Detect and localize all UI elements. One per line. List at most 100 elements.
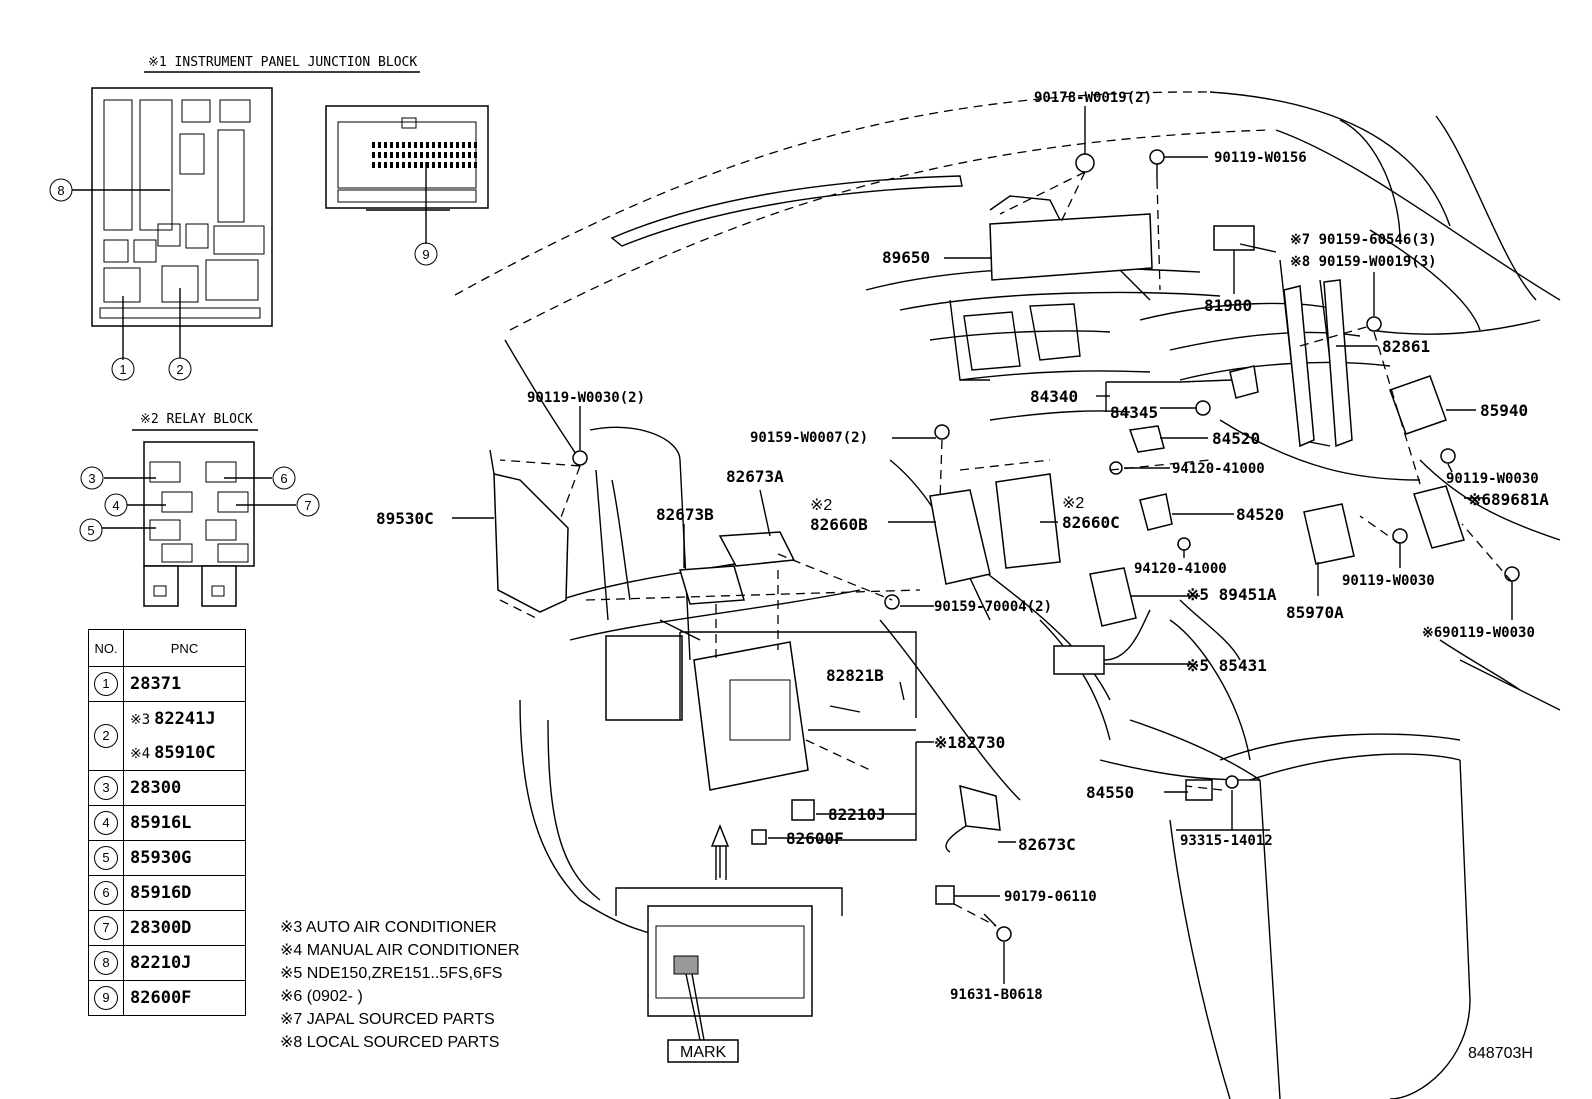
- vent-slot: [408, 162, 411, 168]
- part-84340-switch: [1195, 365, 1259, 416]
- label-82673b: 82673B: [656, 505, 714, 524]
- label-90119-w0030-2: 90119-W0030(2): [527, 390, 645, 406]
- note-6: ※6 (0902- ): [280, 988, 363, 1005]
- part-84520-switch-a: [1109, 425, 1165, 475]
- label-89530c: 89530C: [376, 509, 434, 528]
- row-pnc: 82600F: [123, 980, 246, 1016]
- row-pnc: 82210J: [123, 945, 246, 981]
- vent-slot: [372, 162, 375, 168]
- label-84345: 84345: [1110, 403, 1158, 422]
- junction-block-front-drawing: [325, 105, 489, 211]
- row-number: 1: [94, 672, 118, 696]
- vent-slot: [378, 162, 381, 168]
- vent-slot: [426, 162, 429, 168]
- row-pnc: 28300D: [123, 910, 246, 946]
- label-82600f: 82600F: [786, 829, 844, 848]
- row-number: 6: [94, 881, 118, 905]
- label-85431: ※5 85431: [1186, 656, 1267, 675]
- vent-slot: [450, 162, 453, 168]
- svg-text:5: 5: [87, 523, 94, 538]
- part-84550-switch: [1185, 775, 1239, 801]
- part-89451a-sensor: [1089, 567, 1137, 627]
- svg-text:1: 1: [119, 362, 126, 377]
- vent-slot: [420, 152, 423, 158]
- label-90119-w0030-6: ※690119-W0030: [1422, 625, 1535, 641]
- vent-slot: [438, 152, 441, 158]
- svg-text:8: 8: [57, 183, 64, 198]
- junction-block-drawing: [91, 87, 273, 327]
- note-3: ※3 AUTO AIR CONDITIONER: [280, 919, 497, 936]
- vent-slot: [444, 152, 447, 158]
- vent-slot: [384, 142, 387, 148]
- vent-slot: [414, 142, 417, 148]
- note-8: ※8 LOCAL SOURCED PARTS: [280, 1034, 499, 1051]
- row-number: 4: [94, 811, 118, 835]
- part-91631-bolt: [983, 913, 1012, 942]
- label-82660b-mark: ※2: [810, 497, 832, 514]
- callout-4: 4: [104, 493, 128, 517]
- part-82861-bracket: [1283, 279, 1382, 448]
- vent-slot: [432, 152, 435, 158]
- mark-detail-drawing: [615, 823, 843, 1063]
- label-90159-60546: ※7 90159-60546(3): [1290, 232, 1437, 248]
- callout-6: 6: [272, 466, 296, 490]
- label-90159-w0007: 90159-W0007(2): [750, 430, 868, 446]
- vent-slot: [384, 162, 387, 168]
- row-pnc: 85916L: [123, 805, 246, 841]
- vent-slot: [456, 142, 459, 148]
- row-number: 2: [94, 724, 118, 748]
- vent-slot: [420, 162, 423, 168]
- svg-text:7: 7: [304, 498, 311, 513]
- label-82660b: 82660B: [810, 515, 868, 534]
- part-90119-w0156-bolt: [1149, 149, 1165, 180]
- row-number: 8: [94, 951, 118, 975]
- vent-slot: [390, 162, 393, 168]
- label-85970a: 85970A: [1286, 603, 1344, 622]
- vent-slot: [474, 142, 477, 148]
- row-number: 9: [94, 986, 118, 1010]
- row-number: 5: [94, 846, 118, 870]
- part-82210j-relay: [791, 799, 815, 821]
- vent-slot: [402, 162, 405, 168]
- label-90178-w0019: 90178-W0019(2): [1034, 90, 1152, 106]
- label-82730: ※182730: [934, 733, 1005, 752]
- relay-block-header: ※2 RELAY BLOCK: [140, 412, 253, 427]
- vent-slot: [426, 142, 429, 148]
- part-85940-relay: [1389, 375, 1456, 464]
- part-89650-ecu: [989, 195, 1153, 301]
- part-82673a-holder: [718, 531, 796, 567]
- notes-list: ※3 AUTO AIR CONDITIONER ※4 MANUAL AIR CO…: [280, 919, 520, 1051]
- part-90159-70004-bolt: [884, 594, 900, 610]
- vent-slot: [474, 162, 477, 168]
- pnc-table-col-no: NO.: [88, 629, 124, 667]
- pnc-table-col-pnc: PNC: [123, 629, 246, 667]
- callout-9: 9: [414, 242, 438, 266]
- part-82821b-fuse: [829, 705, 861, 713]
- vent-slot: [468, 142, 471, 148]
- vent-slot: [456, 152, 459, 158]
- relay-block-drawing: [143, 441, 255, 607]
- label-84550: 84550: [1086, 783, 1134, 802]
- vent-slot: [396, 162, 399, 168]
- vent-slot: [372, 152, 375, 158]
- part-82600f-fuse: [751, 829, 767, 845]
- svg-text:4: 4: [112, 498, 119, 513]
- vent-slot: [450, 152, 453, 158]
- row-pnc: 85916D: [123, 875, 246, 911]
- vent-slot: [432, 162, 435, 168]
- note-5: ※5 NDE150,ZRE151..5FS,6FS: [280, 965, 502, 982]
- label-82673c: 82673C: [1018, 835, 1076, 854]
- vent-slot: [426, 152, 429, 158]
- vent-slot: [462, 152, 465, 158]
- label-84340: 84340: [1030, 387, 1078, 406]
- part-82660c-relay-block: [995, 473, 1061, 569]
- vent-slot: [444, 162, 447, 168]
- row-number: 3: [94, 776, 118, 800]
